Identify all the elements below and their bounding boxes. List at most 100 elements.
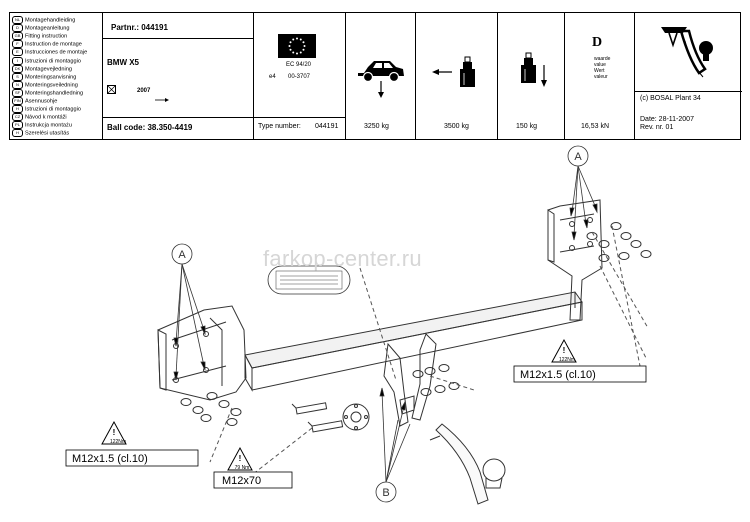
left-fastener-stack	[180, 392, 242, 426]
eu-star	[292, 38, 295, 41]
eu-flag-icon	[278, 34, 316, 58]
ec-directive: EC 94/20	[286, 62, 312, 68]
eu-star	[303, 45, 306, 47]
d-letter: D	[592, 35, 603, 50]
eu-star	[292, 51, 295, 54]
eu-star	[302, 41, 305, 44]
cross-beam	[244, 291, 583, 392]
revision-date: Date: 28-11-2007	[640, 116, 694, 123]
eu-star	[289, 48, 292, 51]
hitch-mount-plates	[383, 333, 437, 427]
center-nuts	[412, 364, 460, 396]
part-number: Partnr.: 044191	[111, 23, 168, 32]
language-code: FIN	[12, 97, 23, 105]
language-label: Montagehandleiding	[25, 17, 76, 24]
leader-lines	[209, 225, 649, 479]
svg-text:A: A	[574, 151, 582, 163]
language-code: GB	[12, 32, 23, 41]
svg-text:A: A	[178, 249, 186, 261]
weight-down-icon	[518, 51, 552, 100]
type-number: 044191	[315, 123, 339, 130]
e4-mark: e4	[269, 74, 276, 80]
language-label: Monteringsveiledning	[25, 82, 78, 89]
language-label: Instruction de montage	[25, 41, 82, 48]
tow-ball-logo-icon	[659, 21, 719, 90]
callout-b: B	[375, 387, 411, 503]
eu-star	[302, 48, 305, 51]
ball-code: Ball code: 38.350-4419	[107, 123, 193, 132]
torque-warning-left: ! 122Nm M12x1.5 (cl.10)	[65, 420, 199, 467]
gross-vehicle-weight: 3250 kg	[364, 123, 389, 130]
copyright: (c) BOSAL Plant 34	[640, 95, 701, 102]
eu-star	[299, 51, 302, 54]
language-label: Instrukcja montażu	[25, 122, 72, 129]
exploded-view-diagram: A A B	[65, 145, 652, 505]
d-value: 16,53 kN	[581, 123, 610, 130]
language-label: Montagevejledning	[25, 66, 72, 73]
arrow-right-icon	[155, 90, 169, 108]
bolts-bottom	[291, 402, 344, 433]
language-code: NL	[12, 16, 23, 24]
language-label: Istruzioni di montaggio	[25, 106, 81, 113]
language-code: I	[12, 56, 23, 65]
trailer-weight: 3500 kg	[444, 123, 469, 130]
svg-text:M12x1.5 (cl.10): M12x1.5 (cl.10)	[72, 453, 148, 465]
svg-text:79 Nm: 79 Nm	[235, 465, 250, 471]
socket-plate	[342, 403, 370, 431]
calendar-cross-icon	[107, 85, 116, 94]
torque-warning-bottom: ! 79 Nm M12x70	[213, 446, 293, 489]
part-info-cell: Partnr.: 044191 BMW X5 2007 Ball code: 3…	[103, 13, 254, 139]
language-label: Istruzioni di montaggio	[25, 57, 81, 64]
car-down-arrow-icon	[356, 49, 406, 104]
language-label: Instrucciones de montaje	[25, 49, 88, 56]
language-code: F	[12, 40, 23, 49]
svg-text:!: !	[113, 428, 116, 437]
d-value-words: waarde value Wert valeur	[594, 56, 611, 80]
eu-star	[288, 45, 291, 47]
svg-text:!: !	[239, 454, 242, 463]
approval-cell: EC 94/20 e4 00-3707 Type number: 044191	[254, 13, 346, 139]
language-label: Szerelési utasítás	[25, 130, 70, 137]
nose-weight: 150 kg	[516, 123, 538, 130]
revision-number: Rev. nr. 01	[640, 124, 674, 131]
eu-star	[299, 38, 302, 41]
type-label-plate	[267, 265, 351, 295]
language-code: SF	[12, 88, 23, 97]
eu-star	[296, 37, 298, 40]
language-label: Montageanleitung	[25, 25, 70, 32]
language-label: Návod k montáži	[25, 114, 67, 121]
right-fastener-stack	[586, 222, 652, 262]
left-bracket	[157, 305, 247, 401]
svg-text:122Nm: 122Nm	[110, 439, 126, 445]
svg-text:!: !	[563, 346, 566, 355]
model-year: 2007	[137, 88, 151, 94]
language-code: S	[12, 72, 23, 81]
callout-a-left: A	[171, 243, 206, 381]
trailer-weight-cell: 3500 kg	[416, 13, 498, 139]
company-cell: (c) BOSAL Plant 34 Date: 28-11-2007 Rev.…	[635, 13, 742, 139]
eu-star	[296, 52, 298, 55]
language-label: Asennusohje	[25, 98, 58, 105]
svg-text:M12x70: M12x70	[222, 475, 261, 487]
tow-ball-neck	[429, 423, 506, 505]
d-value-cell: D waarde value Wert valeur 16,53 kN	[565, 13, 635, 139]
svg-text:122Nm: 122Nm	[559, 357, 575, 363]
eu-star	[289, 41, 292, 44]
language-code: E	[12, 48, 23, 57]
watermark: farkop-center.ru	[263, 246, 422, 271]
